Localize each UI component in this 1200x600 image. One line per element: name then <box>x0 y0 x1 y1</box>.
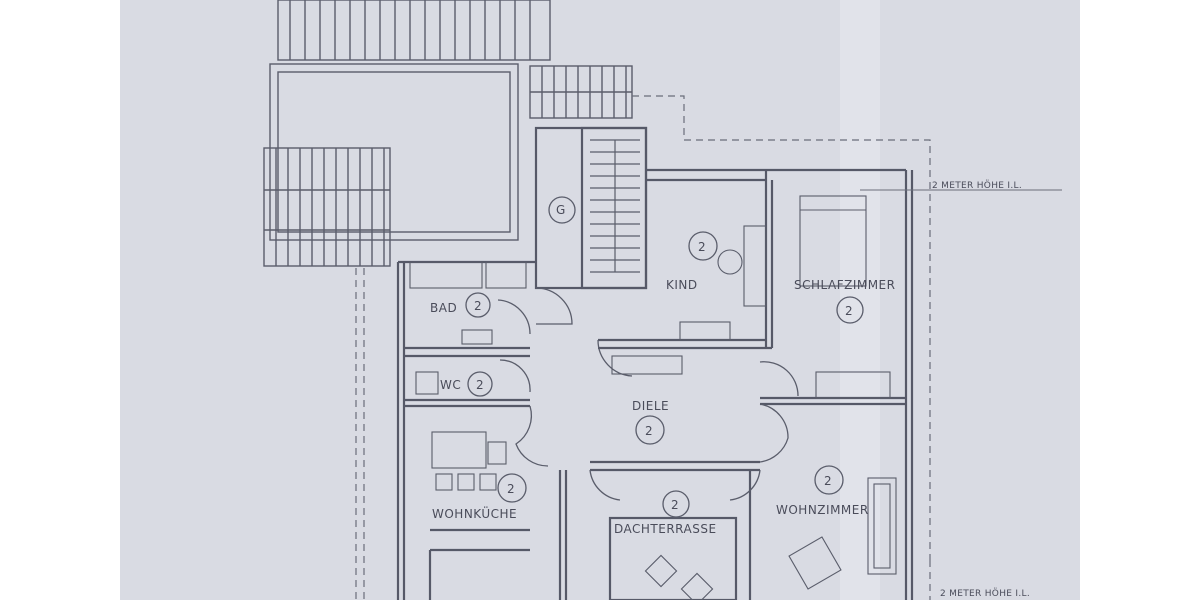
paper-sheet <box>120 0 1080 600</box>
level-diele: 2 <box>645 424 653 438</box>
level-dachterrasse: 2 <box>671 498 679 512</box>
door-swings <box>497 287 799 501</box>
level-schlafzimmer: 2 <box>845 304 853 318</box>
paper-fold <box>840 0 880 600</box>
room-label-dachterrasse: DACHTERRASSE <box>614 522 717 536</box>
room-label-diele: DIELE <box>632 399 669 413</box>
staircase <box>590 139 640 273</box>
roof-hatch-middle <box>529 65 633 119</box>
roof-hatch-left <box>263 147 391 267</box>
room-label-kind: KIND <box>666 278 698 292</box>
stair-label: G <box>556 203 566 217</box>
room-label-wohnzimmer: WOHNZIMMER <box>776 503 869 517</box>
height-note-top: 2 METER HÖHE I.L. <box>932 180 1022 191</box>
stair-marker <box>548 196 576 224</box>
room-label-wohnkueche: WOHNKÜCHE <box>432 505 517 521</box>
height-note-bottom: 2 METER HÖHE I.L. <box>940 588 1030 599</box>
level-wohnkueche: 2 <box>507 482 515 496</box>
level-kind: 2 <box>698 240 706 254</box>
level-wohnzimmer: 2 <box>824 474 832 488</box>
room-label-wc: WC <box>440 378 461 392</box>
room-label-bad: BAD <box>430 301 457 315</box>
level-wc: 2 <box>476 378 484 392</box>
roof-dashed-outline <box>355 95 931 600</box>
roof-hatch-top <box>277 0 551 61</box>
furniture <box>409 195 897 600</box>
level-bad: 2 <box>474 299 482 313</box>
exterior-walls <box>396 126 914 600</box>
level-markers <box>465 196 864 518</box>
upper-roof-block <box>269 63 519 241</box>
room-label-schlafzimmer: SCHLAFZIMMER <box>794 278 895 292</box>
